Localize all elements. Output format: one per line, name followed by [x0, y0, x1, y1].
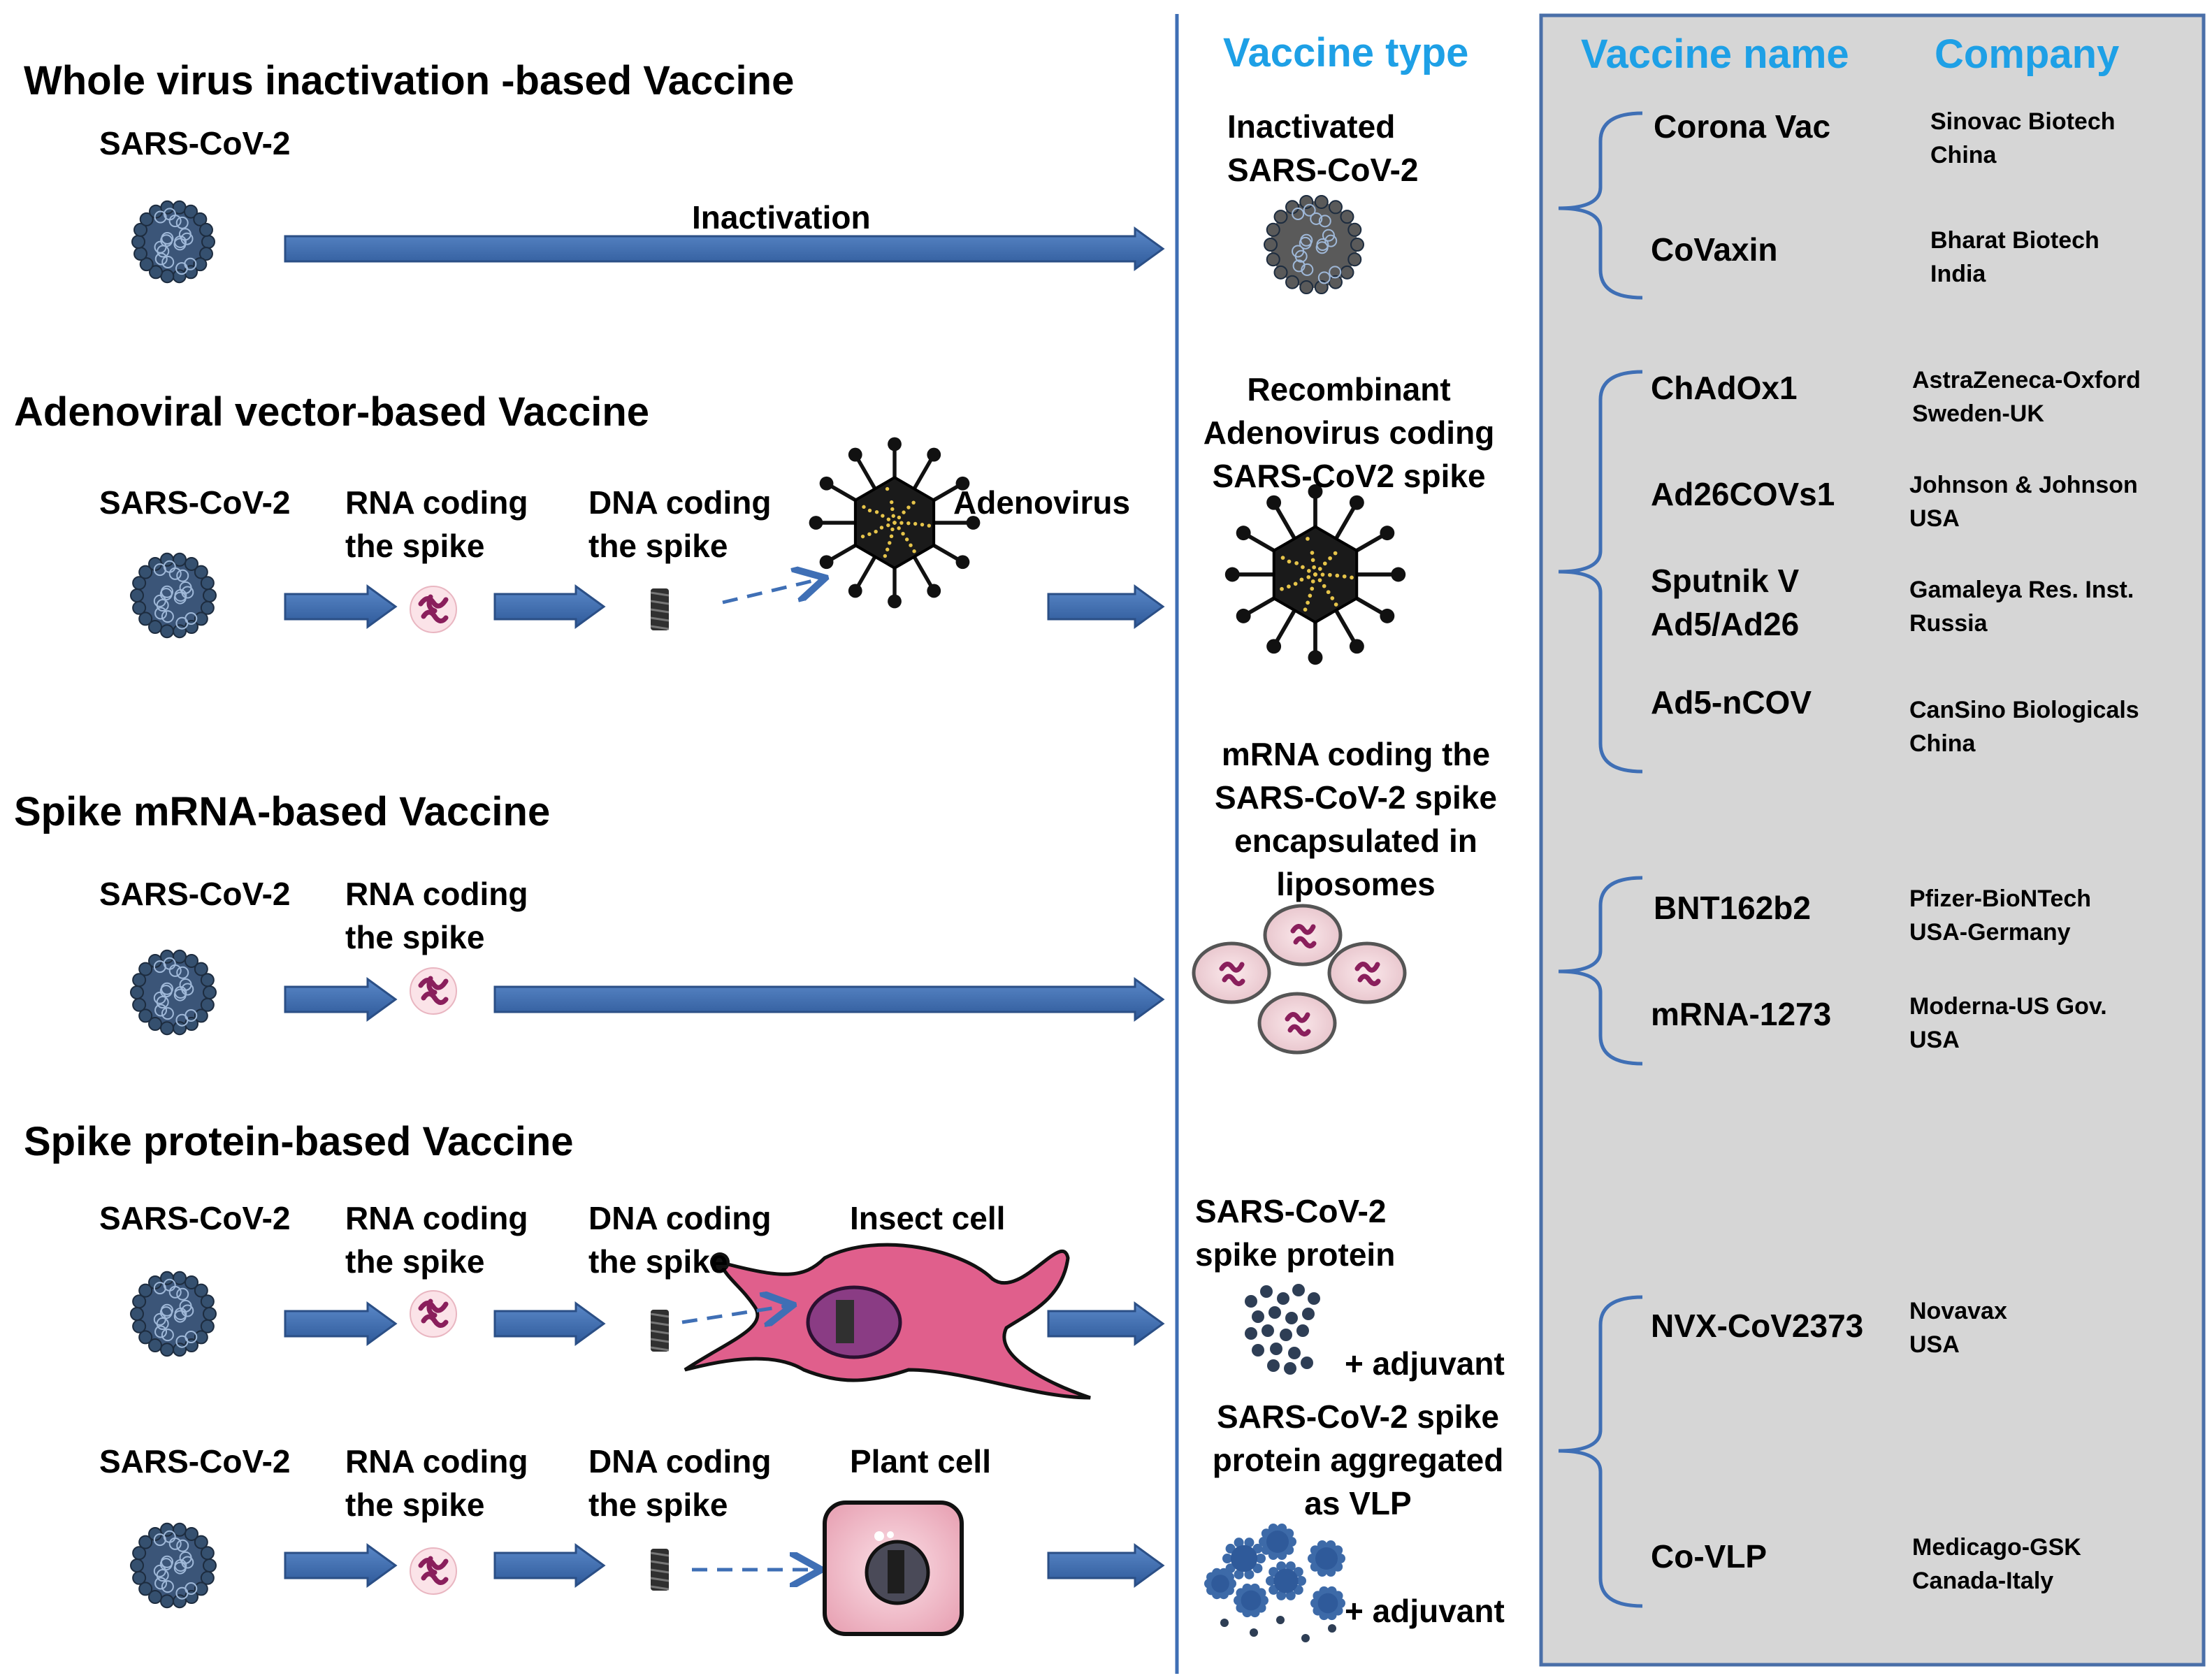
virus-icon — [131, 200, 215, 284]
process-arrow — [284, 1301, 398, 1346]
virus-label: SARS-CoV-2 — [99, 125, 291, 161]
plant-cell-label: Plant cell — [850, 1443, 991, 1480]
virus-icon — [130, 1271, 217, 1357]
rna-icon — [410, 586, 457, 633]
virus-icon — [130, 552, 217, 639]
vaccine-table-panel-box — [1539, 13, 2206, 1667]
process-arrow — [284, 226, 1165, 271]
adenovirus-icon — [1224, 484, 1406, 665]
adjuvant-label: + adjuvant — [1345, 1345, 1505, 1382]
section-title-protein: Spike protein-based Vaccine — [24, 1119, 574, 1164]
dashed-arrow — [722, 579, 822, 605]
liposome-icon — [1257, 992, 1337, 1055]
process-arrow — [1047, 584, 1165, 629]
section-title-mrna: Spike mRNA-based Vaccine — [14, 789, 551, 834]
vaccine-name: Corona Vac — [1654, 108, 1831, 145]
dna-icon — [650, 1310, 670, 1352]
rna-icon — [410, 1547, 457, 1595]
grouping-brace — [1558, 111, 1643, 300]
section-title-inactivated: Whole virus inactivation -based Vaccine — [24, 58, 795, 103]
process-arrow — [493, 584, 606, 629]
vaccine-name: BNT162b2 — [1654, 890, 1811, 926]
process-arrow — [284, 1543, 398, 1588]
virus-icon — [130, 1522, 217, 1609]
section-title-adenoviral: Adenoviral vector-based Vaccine — [14, 389, 650, 435]
dna-icon — [650, 1549, 670, 1591]
company-name: Moderna-US Gov.USA — [1909, 993, 2107, 1053]
adjuvant-label: + adjuvant — [1345, 1593, 1505, 1629]
process-arrow — [493, 1301, 606, 1346]
insect-cell-icon — [684, 1243, 1091, 1400]
vaccine-name: CoVaxin — [1651, 231, 1778, 268]
grouping-brace — [1558, 876, 1643, 1066]
dashed-arrow — [681, 1305, 790, 1322]
vaccine-name: mRNA-1273 — [1651, 996, 1832, 1032]
liposome-icon — [1263, 904, 1343, 967]
vaccine-name: NVX-CoV2373 — [1651, 1308, 1864, 1344]
vlp-icon — [1204, 1523, 1345, 1642]
rna-icon — [410, 1290, 457, 1338]
spike-protein-icon — [1245, 1284, 1320, 1375]
virus-label: SARS-CoV-2 — [99, 484, 291, 521]
liposome-icon — [1327, 941, 1407, 1004]
vaccine-name: Ad26COVs1 — [1651, 476, 1835, 512]
insect-cell-label: Insect cell — [850, 1200, 1006, 1236]
adenovirus-icon — [809, 437, 981, 609]
vaccine-name: Ad5-nCOV — [1651, 684, 1812, 721]
virus-label: SARS-CoV-2 — [99, 1200, 291, 1236]
virus-label: SARS-CoV-2 — [99, 1443, 291, 1480]
virus-label: SARS-CoV-2 — [99, 876, 291, 912]
process-arrow — [1047, 1543, 1165, 1588]
adenovirus-label: Adenovirus — [953, 484, 1131, 521]
vaccine-type-header: Vaccine type — [1223, 30, 1469, 75]
liposome-icon — [1192, 941, 1271, 1004]
process-arrow — [1047, 1301, 1165, 1346]
inactivation-label: Inactivation — [692, 199, 871, 236]
process-arrow — [284, 977, 398, 1022]
plant-cell-icon — [823, 1500, 964, 1636]
virus-icon — [1264, 194, 1364, 295]
vaccine-name: Co-VLP — [1651, 1538, 1768, 1575]
company-header: Company — [1935, 31, 2120, 77]
grouping-brace — [1558, 1295, 1643, 1608]
rna-icon — [410, 967, 457, 1015]
company-name: Gamaleya Res. Inst.Russia — [1909, 577, 2134, 637]
process-arrow — [284, 584, 398, 629]
dna-icon — [650, 588, 670, 630]
vaccine-name: ChAdOx1 — [1651, 370, 1798, 406]
process-arrow — [493, 977, 1165, 1022]
process-arrow — [493, 1543, 606, 1588]
grouping-brace — [1558, 370, 1643, 774]
virus-icon — [130, 949, 217, 1036]
vaccine-name-header: Vaccine name — [1581, 31, 1849, 77]
